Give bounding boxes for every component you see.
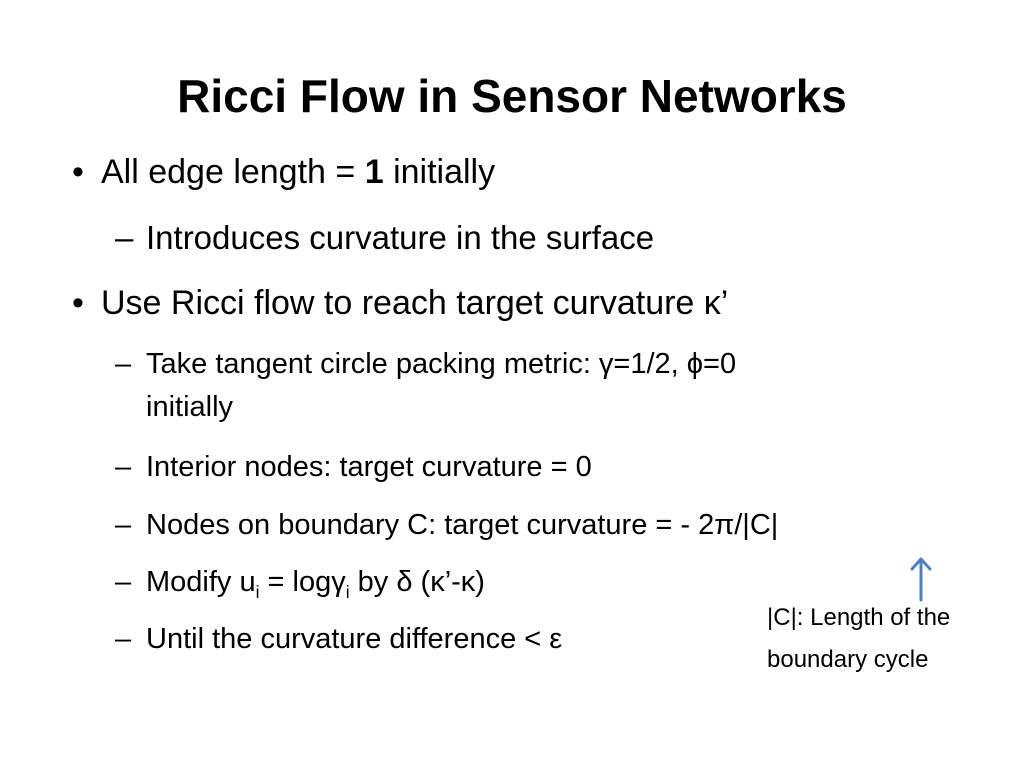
subscript: i: [255, 581, 260, 602]
text-part: by δ (κ’-κ): [349, 566, 485, 598]
sub-bullet-text: Introduces curvature in the surface: [146, 219, 655, 256]
dash-marker: –: [115, 566, 132, 598]
bullet-marker: •: [72, 284, 84, 322]
text-part: Modify u: [146, 566, 256, 598]
sub-bullet-text-continued: initially: [146, 391, 234, 423]
bullet-text-pre: All edge length =: [101, 153, 365, 191]
dash-marker: –: [115, 219, 134, 256]
dash-marker: –: [115, 348, 132, 380]
bullet-marker: •: [72, 153, 84, 191]
slide-title: Ricci Flow in Sensor Networks: [177, 70, 847, 122]
dash-marker: –: [115, 623, 132, 655]
sub-bullet-text: Modify ui = logγi by δ (κ’-κ): [146, 561, 485, 604]
bullet-text-bold: 1: [364, 153, 384, 191]
dash-marker: –: [115, 451, 132, 483]
sub-bullet-text: Until the curvature difference < ε: [146, 623, 563, 655]
bullet-text-post: initially: [383, 153, 496, 191]
subscript: i: [345, 581, 350, 602]
bullet-text: Use Ricci flow to reach target curvature…: [101, 284, 729, 322]
bullet-text: All edge length = 1 initially: [101, 150, 495, 194]
dash-marker: –: [115, 509, 132, 541]
up-arrow-icon: [910, 557, 932, 602]
text-part: = logγ: [259, 566, 346, 598]
sub-bullet-text: Nodes on boundary C: target curvature = …: [146, 509, 779, 541]
sub-bullet-text: Interior nodes: target curvature = 0: [146, 451, 592, 483]
annotation-line-2: boundary cycle: [767, 646, 929, 673]
sub-bullet-text: Take tangent circle packing metric: γ=1/…: [146, 348, 737, 380]
annotation-line-1: |C|: Length of the: [767, 604, 951, 631]
